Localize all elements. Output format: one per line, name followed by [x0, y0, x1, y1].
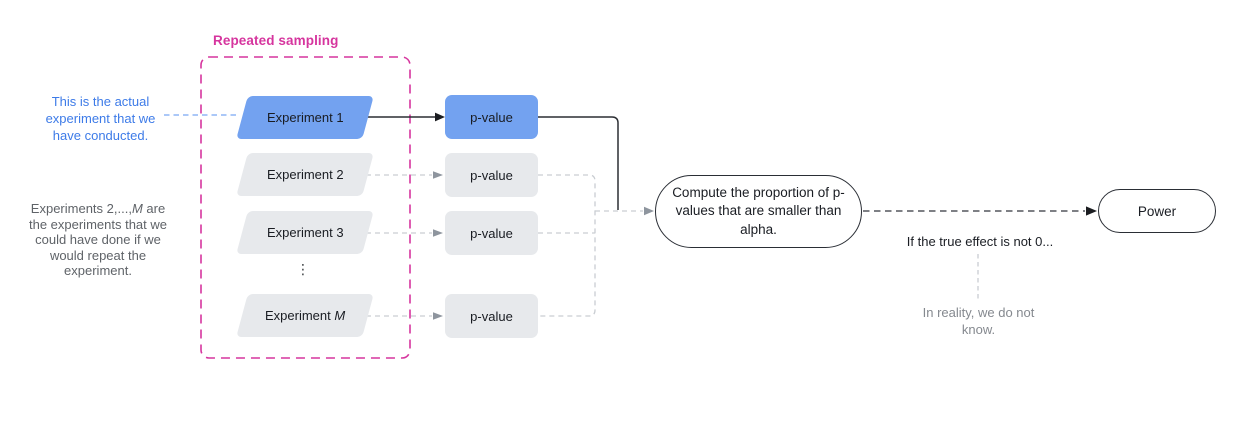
exp2-arrowhead-icon: [433, 171, 443, 179]
exp3-arrowhead-icon: [433, 229, 443, 237]
pvalue-1-node: p-value: [445, 95, 538, 139]
power-label: Power: [1137, 203, 1177, 219]
experiment-1-label: Experiment 1: [266, 110, 344, 125]
expM-arrowhead-icon: [433, 312, 443, 320]
pvalue-m-node: p-value: [445, 294, 538, 338]
pvalue-trunk-line: [538, 174, 596, 317]
compute-proportion-node: Compute the proportion of p-values that …: [655, 175, 862, 248]
power-node: Power: [1098, 189, 1216, 233]
experiment-1-node: Experiment 1: [236, 96, 374, 139]
reality-annotation: In reality, we do not know.: [922, 305, 1035, 337]
compute-arrowhead-icon: [644, 206, 654, 216]
exp1-arrowhead-icon: [435, 112, 445, 122]
power-arrowhead-icon: [1086, 206, 1097, 216]
compute-proportion-label: Compute the proportion of p-values that …: [672, 184, 845, 237]
pvalue1-to-junction-line: [538, 116, 619, 210]
experiment-2-node: Experiment 2: [236, 153, 374, 196]
experiment-m-node: Experiment M: [236, 294, 374, 337]
hypothetical-experiments-annotation: Experiments 2,...,M are the experiments …: [28, 201, 168, 278]
experiment-3-label: Experiment 3: [266, 225, 344, 240]
pvalue-3-node: p-value: [445, 211, 538, 255]
experiment-2-label: Experiment 2: [266, 167, 344, 182]
actual-experiment-annotation: This is the actual experiment that we ha…: [45, 94, 156, 143]
experiment-m-label: Experiment M: [264, 308, 346, 323]
true-effect-annotation: If the true effect is not 0...: [906, 234, 1054, 249]
repeated-sampling-label: Repeated sampling: [213, 33, 339, 48]
ellipsis-dots: ⋮: [296, 261, 310, 277]
pvalue-2-node: p-value: [445, 153, 538, 197]
repeated-sampling-frame: [200, 56, 411, 359]
experiment-3-node: Experiment 3: [236, 211, 374, 254]
